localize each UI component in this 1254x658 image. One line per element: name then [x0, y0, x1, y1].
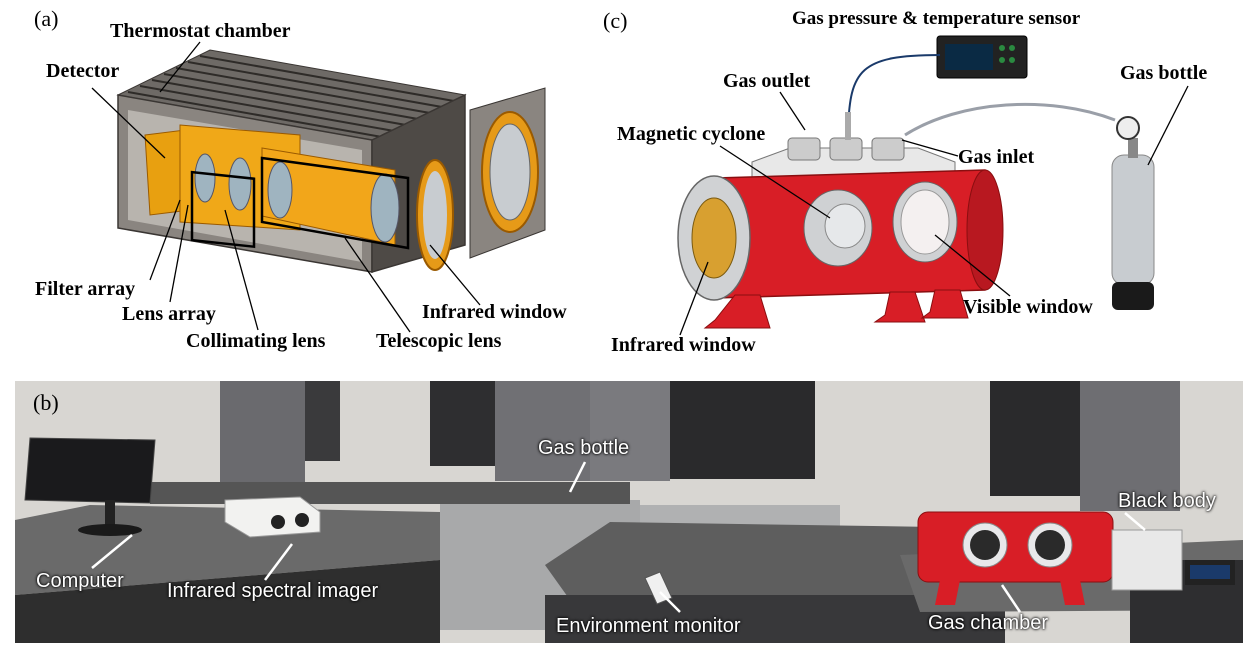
label-gas-sensor: Gas pressure & temperature sensor [792, 8, 1081, 29]
label-telescopic-lens: Telescopic lens [376, 330, 502, 352]
label-filter-array: Filter array [35, 278, 136, 300]
label-visible-window: Visible window [963, 296, 1093, 318]
label-gas-chamber: Gas chamber [928, 612, 1049, 634]
imager-cutaway-drawing [91, 41, 546, 333]
panel-a-id: (a) [34, 6, 59, 31]
label-gas-outlet: Gas outlet [723, 70, 811, 92]
lab-photo [15, 381, 1243, 643]
label-infrared-window-c: Infrared window [611, 334, 756, 356]
label-infrared-spectral-imager: Infrared spectral imager [167, 580, 379, 602]
panel-b-id: (b) [33, 390, 59, 415]
label-black-body: Black body [1118, 490, 1216, 512]
label-environment-monitor: Environment monitor [556, 615, 741, 637]
label-gas-inlet: Gas inlet [958, 146, 1035, 168]
label-lens-array: Lens array [122, 303, 216, 325]
label-gas-bottle-c: Gas bottle [1120, 62, 1208, 84]
label-magnetic-cyclone: Magnetic cyclone [617, 123, 766, 145]
label-collimating-lens: Collimating lens [186, 330, 326, 352]
panel-c-id: (c) [603, 8, 628, 33]
label-thermostat-chamber: Thermostat chamber [110, 20, 291, 42]
label-gas-bottle-b: Gas bottle [538, 437, 630, 459]
label-infrared-window-a: Infrared window [422, 301, 567, 323]
gas-chamber-drawing [677, 35, 1189, 336]
label-detector: Detector [46, 60, 120, 82]
label-computer: Computer [36, 570, 124, 592]
